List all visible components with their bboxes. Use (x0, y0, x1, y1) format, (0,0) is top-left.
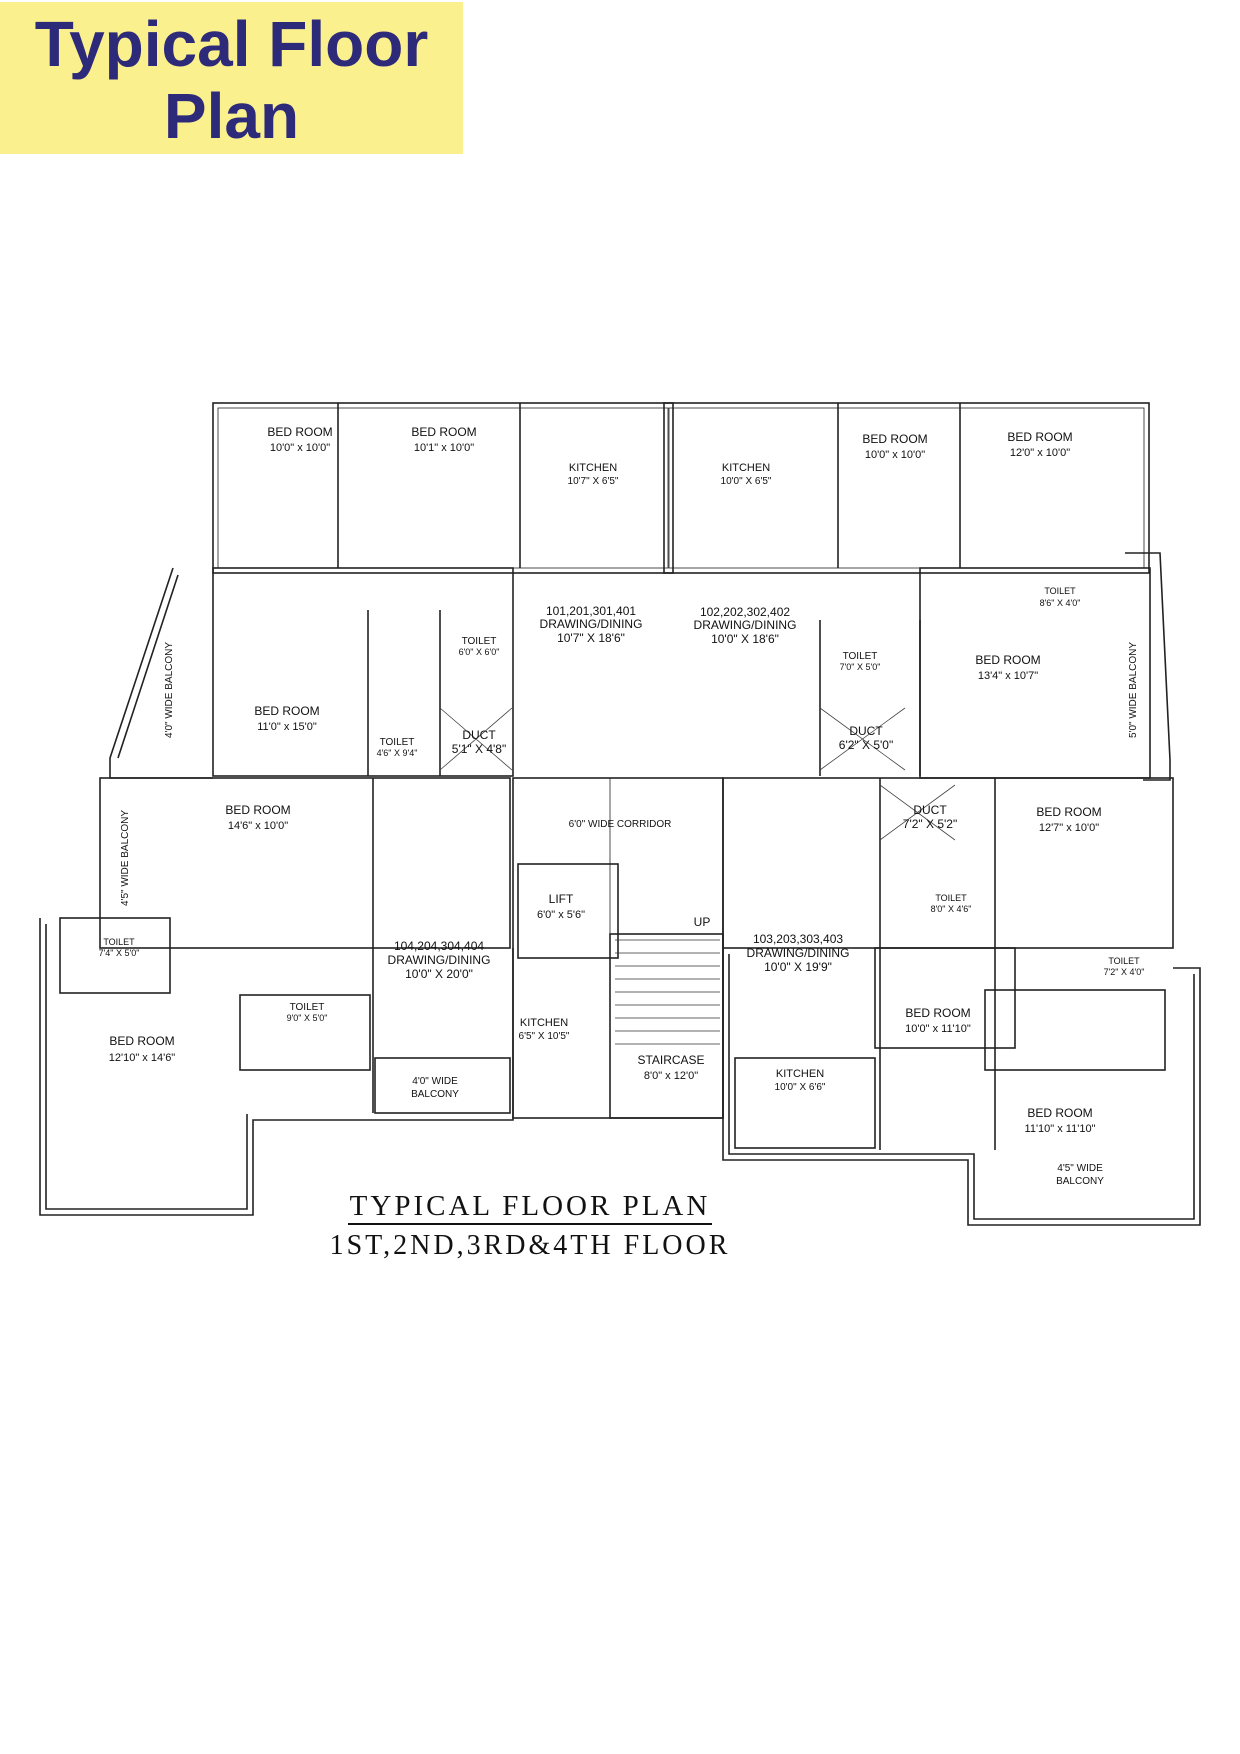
up-label: UP (694, 915, 711, 929)
bed10-size: 12'10" x 14'6" (109, 1052, 176, 1064)
toilet-d-name: TOILET (935, 893, 967, 903)
toilet-g-size: 9'0" X 5'0" (287, 1013, 328, 1023)
title-line-2: Plan (163, 80, 300, 152)
duct3-size: 7'2" X 5'2" (903, 817, 957, 831)
bed8-name: BED ROOM (1036, 805, 1101, 819)
bed4-name: BED ROOM (1007, 430, 1072, 444)
lift-size: 6'0" x 5'6" (537, 909, 585, 921)
drawing101-units: 101,201,301,401 (546, 604, 636, 618)
drawing103-units: 103,203,303,403 (753, 932, 843, 946)
drawing103-name: DRAWING/DINING (747, 946, 850, 960)
bed5-name: BED ROOM (975, 653, 1040, 667)
drawing104-name: DRAWING/DINING (388, 953, 491, 967)
title-banner (0, 2, 463, 154)
bed7-name: BED ROOM (225, 803, 290, 817)
bed3-size: 10'0" x 10'0" (865, 449, 925, 461)
toilet-f-name: TOILET (1108, 956, 1140, 966)
drawing101-size: 10'7" X 18'6" (557, 631, 625, 645)
drawing104-size: 10'0" X 20'0" (405, 967, 473, 981)
bed9-name: BED ROOM (905, 1006, 970, 1020)
kitchen3-name: KITCHEN (520, 1017, 568, 1029)
balcony-w-label: 4'0" WIDE BALCONY (164, 642, 175, 738)
kitchen2-size: 10'0" X 6'5" (721, 476, 772, 487)
balcony-se-line2: BALCONY (1056, 1176, 1104, 1187)
duct-crosses (439, 707, 956, 841)
duct3-name: DUCT (913, 803, 947, 817)
bed7-size: 14'6" x 10'0" (228, 820, 288, 832)
toilet-ne-size: 8'6" X 4'0" (1040, 598, 1081, 608)
drawing102-size: 10'0" X 18'6" (711, 632, 779, 646)
toilet-b-name: TOILET (380, 737, 415, 748)
toilet-b-size: 4'6" X 9'4" (377, 748, 418, 758)
bed4-size: 12'0" x 10'0" (1010, 447, 1070, 459)
toilet-a-size: 6'0" X 6'0" (459, 647, 500, 657)
bed2-name: BED ROOM (411, 425, 476, 439)
toilet-ne-name: TOILET (1044, 586, 1076, 596)
duct1-name: DUCT (462, 728, 496, 742)
kitchen1-size: 10'7" X 6'5" (568, 476, 619, 487)
lift-name: LIFT (549, 892, 574, 906)
toilet-e-name: TOILET (103, 937, 135, 947)
kitchen1-name: KITCHEN (569, 462, 617, 474)
title-line-1: Typical Floor (34, 8, 429, 80)
caption-line-1: TYPICAL FLOOR PLAN (310, 1190, 750, 1225)
toilet-e-size: 7'4" X 5'0" (99, 948, 140, 958)
bed1-name: BED ROOM (267, 425, 332, 439)
kitchen2-name: KITCHEN (722, 462, 770, 474)
bed9-size: 10'0" x 11'10" (905, 1023, 971, 1035)
staircase-steps (615, 939, 720, 1045)
balcony-se-line1: 4'5" WIDE (1057, 1163, 1103, 1174)
bed6-size: 11'0" x 15'0" (257, 721, 317, 733)
toilet-g-name: TOILET (290, 1002, 325, 1013)
bed6-name: BED ROOM (254, 704, 319, 718)
toilet-f-size: 7'2" X 4'0" (1104, 967, 1145, 977)
balcony-w2-label: 4'5" WIDE BALCONY (120, 810, 131, 906)
bed8-size: 12'7" x 10'0" (1039, 822, 1099, 834)
corridor-label: 6'0" WIDE CORRIDOR (569, 819, 672, 830)
balcony-s-line2: BALCONY (411, 1089, 459, 1100)
bed2-size: 10'1" x 10'0" (414, 442, 474, 454)
bed11-size: 11'10" x 11'10" (1025, 1123, 1096, 1135)
duct2-size: 6'2" X 5'0" (839, 738, 893, 752)
page-title: Typical Floor Plan (0, 8, 463, 152)
bed10-name: BED ROOM (109, 1034, 174, 1048)
toilet-d-size: 8'0" X 4'6" (931, 904, 972, 914)
kitchen4-size: 10'0" X 6'6" (775, 1082, 826, 1093)
balcony-s-line1: 4'0" WIDE (412, 1076, 458, 1087)
wall-outlines (39, 402, 1201, 1226)
caption-line-2: 1ST,2ND,3RD&4TH FLOOR (329, 1230, 731, 1261)
staircase-name: STAIRCASE (637, 1053, 704, 1067)
drawing101-name: DRAWING/DINING (540, 617, 643, 631)
toilet-a-name: TOILET (462, 636, 497, 647)
room-labels: BED ROOM 10'0" x 10'0" BED ROOM 10'1" x … (99, 425, 1145, 1187)
kitchen3-size: 6'5" X 10'5" (519, 1031, 570, 1042)
duct2-name: DUCT (849, 724, 883, 738)
caption-line-1-text: TYPICAL FLOOR PLAN (347, 1190, 713, 1225)
drawing102-units: 102,202,302,402 (700, 605, 790, 619)
bed11-name: BED ROOM (1027, 1106, 1092, 1120)
bed1-size: 10'0" x 10'0" (270, 442, 330, 454)
drawing104-units: 104,204,304,404 (394, 939, 484, 953)
bed3-name: BED ROOM (862, 432, 927, 446)
duct1-size: 5'1" X 4'8" (452, 742, 506, 756)
kitchen4-name: KITCHEN (776, 1068, 824, 1080)
balcony-e-label: 5'0" WIDE BALCONY (1128, 642, 1139, 738)
bed5-size: 13'4" x 10'7" (978, 670, 1038, 682)
staircase-size: 8'0" x 12'0" (644, 1070, 698, 1082)
toilet-c-name: TOILET (843, 651, 878, 662)
drawing103-size: 10'0" X 19'9" (764, 960, 832, 974)
toilet-c-size: 7'0" X 5'0" (840, 662, 881, 672)
drawing102-name: DRAWING/DINING (694, 618, 797, 632)
